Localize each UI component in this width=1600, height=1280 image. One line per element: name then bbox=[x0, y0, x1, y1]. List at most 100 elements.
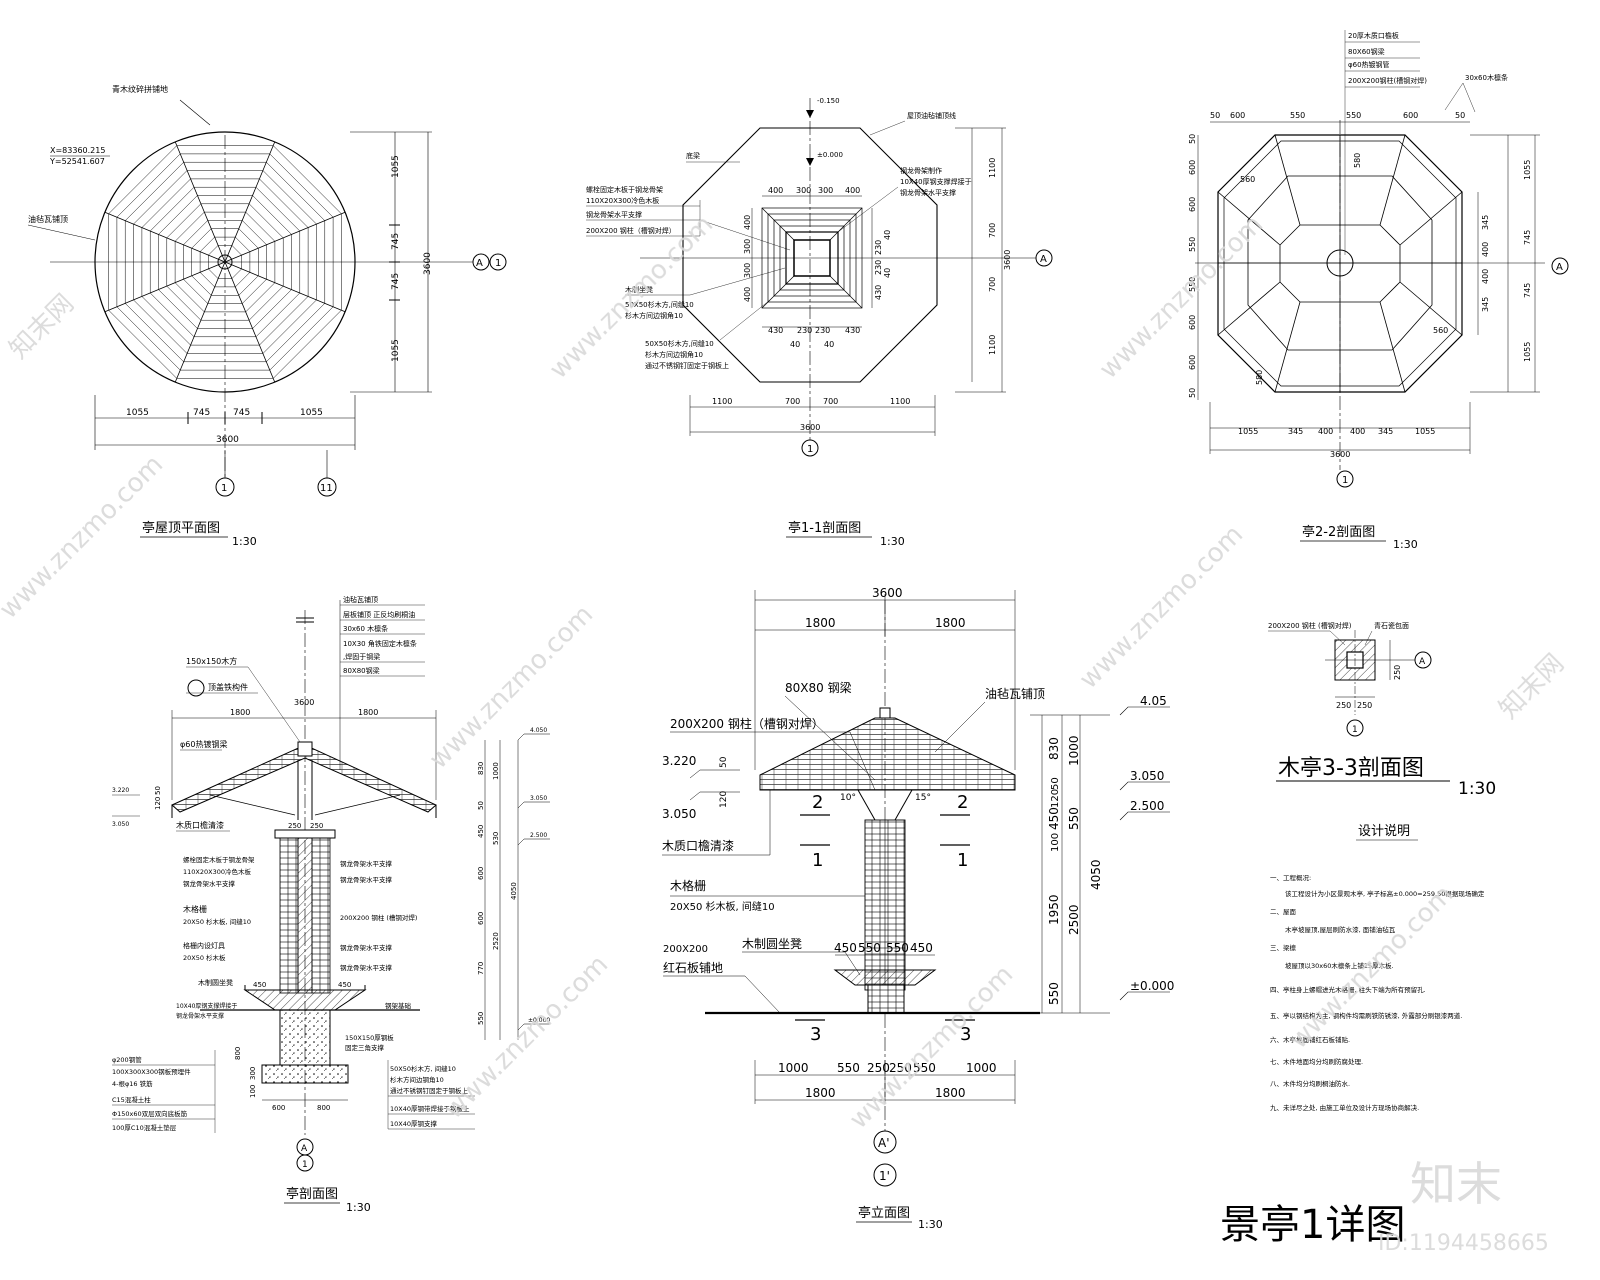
hip-beam bbox=[1274, 134, 1301, 226]
roof-ridge-line bbox=[224, 211, 346, 263]
note-text: 110X20X300冷色木板 bbox=[586, 196, 659, 205]
note-text: 20X50 杉木板 bbox=[183, 953, 226, 962]
watermark-text: 知末网 bbox=[1494, 649, 1570, 725]
roof-tile-ring bbox=[199, 236, 251, 288]
note-text: 钢龙骨架水平支撑 bbox=[586, 210, 642, 219]
hip-beam bbox=[1399, 281, 1463, 336]
dim-text: 1000 bbox=[492, 762, 500, 780]
note-text: 木制圆坐凳 bbox=[742, 936, 802, 951]
section-mark: 3 bbox=[960, 1024, 971, 1045]
roof-tile-ring bbox=[183, 220, 267, 304]
dim-text: 1055 bbox=[1523, 160, 1532, 180]
dim-text: 50 bbox=[154, 786, 162, 795]
roof-tile-ring bbox=[116, 153, 334, 371]
roof-tile-ring bbox=[133, 170, 317, 354]
dim-text: 530 bbox=[492, 832, 500, 845]
watermark-text: www.znzmo.com bbox=[1094, 210, 1269, 385]
dim-text: 700 bbox=[988, 223, 997, 238]
dim-text: 3600 bbox=[800, 423, 820, 432]
dim-text: 300 bbox=[796, 186, 811, 195]
roof-tile-ring bbox=[174, 211, 276, 313]
note-text: 格栅内设灯具 bbox=[183, 941, 225, 950]
dim-text: 600 bbox=[1188, 197, 1197, 212]
axis-bubble bbox=[1551, 257, 1569, 275]
section-view-top-notes: 油毡瓦铺顶 层板铺顶 正反均刷桐油 30x60 木檩条 10X30 角铁固定木檩… bbox=[339, 595, 425, 770]
roof-ridge-line bbox=[174, 261, 226, 383]
design-note-line: 九、未详尽之处, 由施工单位及设计方现场协商解决. bbox=[1270, 1103, 1419, 1112]
section-mark: 1 bbox=[812, 850, 823, 871]
view-scale: 1:30 bbox=[346, 1201, 371, 1214]
dim-text: 550 bbox=[913, 1061, 936, 1075]
note-text: 底梁 bbox=[686, 151, 700, 160]
watermark-text: www.znzmo.com bbox=[424, 600, 599, 775]
dim-text: 345 bbox=[1288, 427, 1303, 436]
view-title: 亭剖面图 bbox=[286, 1186, 338, 1202]
note-text: 钢龙骨架水平支撑 bbox=[340, 943, 393, 952]
dim-text: 700 bbox=[785, 397, 800, 406]
dim-text: 40 bbox=[883, 268, 892, 278]
note-text: 30x60 木檩条 bbox=[343, 624, 388, 633]
dim-text: 450 bbox=[477, 825, 485, 838]
dim-text: 4050 bbox=[510, 882, 518, 900]
dim-text: 1100 bbox=[988, 335, 997, 355]
dim-text: 50 bbox=[1050, 777, 1061, 790]
note-text: 80X60钢梁 bbox=[1348, 47, 1385, 56]
section-mark: 3 bbox=[810, 1024, 821, 1045]
note-text: 通过不锈钢钉固定于钢板上 bbox=[645, 361, 729, 370]
dim-text: 345 bbox=[1481, 215, 1490, 230]
roof-tile-ring bbox=[208, 245, 242, 279]
dim-text: 300 bbox=[743, 263, 752, 278]
note-text: 杉木方间边钢角10 bbox=[390, 1075, 444, 1084]
angle-mark: 15° bbox=[915, 793, 931, 803]
dim-text: 1055 bbox=[391, 155, 401, 178]
note-text: 10X40厚钢支撑焊接于 bbox=[176, 1002, 237, 1010]
level-text: 2.500 bbox=[1130, 799, 1164, 813]
design-note-line: 四、亭柱身上螺帽进光木格栅, 柱头下端为所有预留孔. bbox=[1270, 985, 1426, 994]
design-note-line: 五、亭以钢结构为主, 钢构件均需刷铁防锈漆, 外露部分刷银漆两道. bbox=[1270, 1011, 1462, 1020]
level-text: 3.050 bbox=[1130, 769, 1164, 783]
level-text: 4.05 bbox=[1140, 694, 1167, 708]
dim-text: 600 bbox=[1188, 355, 1197, 370]
sheet-title: 景亭1详图 bbox=[1220, 1202, 1405, 1248]
axis-label: 1 bbox=[1352, 725, 1358, 735]
roof-ridge-line bbox=[104, 261, 226, 313]
axis-label: 1 bbox=[807, 444, 813, 455]
dim-text: 550 bbox=[886, 941, 909, 955]
note-text: 80X80钢梁 bbox=[343, 666, 380, 675]
dim-text: 120 bbox=[1050, 789, 1061, 808]
dim-text: 550 bbox=[1188, 277, 1197, 292]
dim-text: 1800 bbox=[230, 708, 250, 717]
level-text: 3.050 bbox=[662, 807, 696, 821]
dim-text: 1055 bbox=[300, 408, 323, 418]
axis-bubble bbox=[873, 1163, 897, 1187]
section-view: 油毡瓦铺顶 层板铺顶 正反均刷桐油 30x60 木檩条 10X30 角铁固定木檩… bbox=[112, 595, 550, 1214]
note-text: 10X40厚钢支撑 bbox=[390, 1119, 437, 1128]
dim-text: 50 bbox=[1188, 388, 1197, 398]
section-1-1-notes: 底梁 螺栓固定木板于钢龙骨架 110X20X300冷色木板 钢龙骨架水平支撑 2… bbox=[586, 111, 972, 370]
dim-text: 250 bbox=[1336, 701, 1351, 710]
dim-text: 50 bbox=[477, 801, 485, 810]
level-text: 3.220 bbox=[662, 754, 696, 768]
dim-text: 550 bbox=[1188, 237, 1197, 252]
dim-text: 1055 bbox=[1415, 427, 1435, 436]
note-text: 200X200钢柱(槽钢对焊) bbox=[1348, 76, 1427, 85]
roof-tile-ring bbox=[149, 186, 301, 338]
view-scale: 1:30 bbox=[918, 1218, 943, 1231]
dim-text: 430 bbox=[874, 285, 883, 300]
dim-text: 1800 bbox=[935, 616, 966, 630]
design-note-line: 坡屋顶以30x60木檩条上铺25厚木板. bbox=[1285, 961, 1394, 970]
dim-text: 745 bbox=[233, 408, 250, 418]
dim-text: 450 bbox=[1047, 807, 1061, 830]
axis-label: A bbox=[1556, 262, 1563, 273]
watermark-id: ID:1194458665 bbox=[1378, 1231, 1549, 1256]
dim-text: 450 bbox=[253, 981, 266, 989]
axis-bubble bbox=[1035, 249, 1053, 267]
note-text: 100厚C10混凝土垫层 bbox=[112, 1123, 177, 1132]
dim-text: 120 bbox=[719, 791, 729, 808]
dim-text: 1800 bbox=[358, 708, 378, 717]
view-title: 亭1-1剖面图 bbox=[788, 520, 861, 536]
dim-text: 40 bbox=[790, 340, 800, 349]
dim-text: 2500 bbox=[1067, 904, 1081, 935]
dim-text: 580 bbox=[1353, 153, 1362, 168]
dim-text: 3600 bbox=[1003, 250, 1012, 270]
